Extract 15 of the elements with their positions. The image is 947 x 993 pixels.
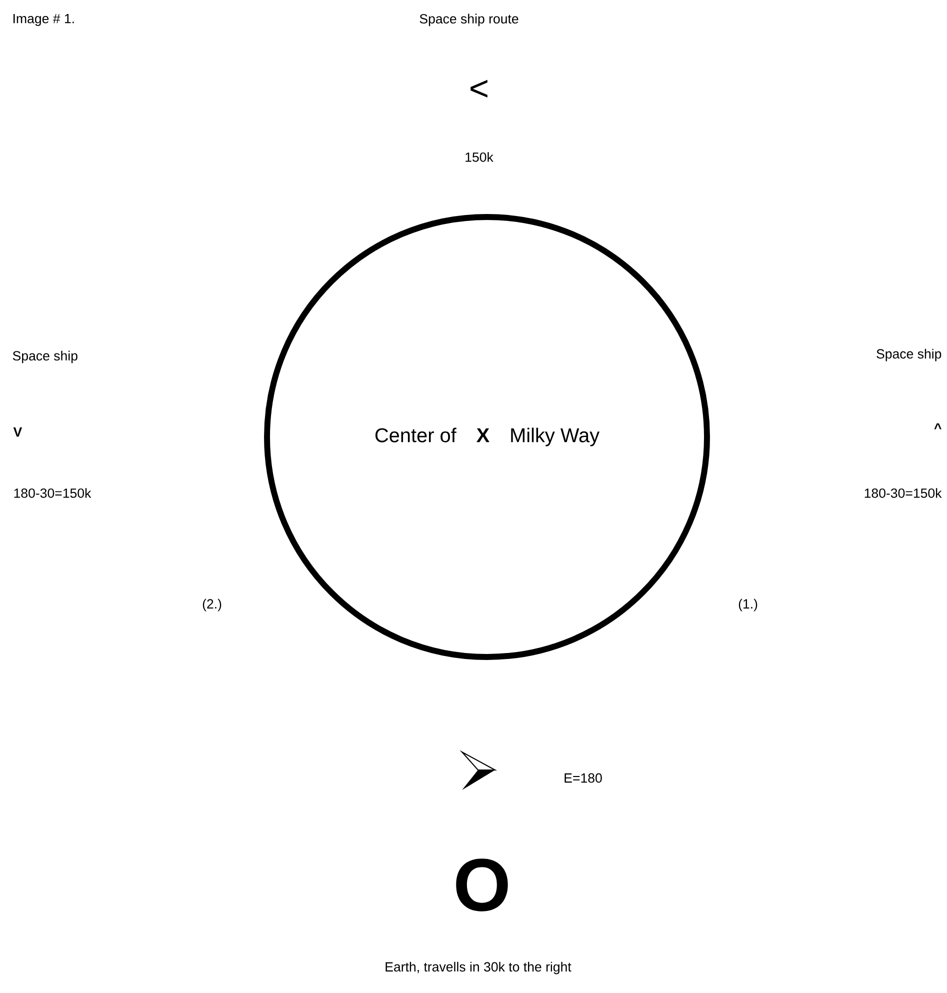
direction-symbol: < [470, 80, 488, 98]
callout-number: (2.) [202, 598, 222, 612]
ship-label: Space ship [12, 350, 78, 364]
figure-number: Image # 1. [14, 14, 74, 26]
equation-label: E=180 [564, 773, 602, 783]
callout-number: (1.) [738, 598, 758, 612]
equation-label: 180-30=150k [864, 488, 942, 498]
direction-symbol: ^ [934, 423, 942, 430]
equation-label: 180-30=150k [14, 488, 92, 498]
direction-symbol: V [13, 427, 22, 437]
caption-text: Earth, travells in 30k to the right [386, 962, 572, 974]
ship-label: Space ship [876, 348, 942, 362]
heading: Space ship route [420, 14, 518, 26]
distance-label: 150k [466, 152, 494, 162]
earth-symbol: O [456, 858, 508, 912]
